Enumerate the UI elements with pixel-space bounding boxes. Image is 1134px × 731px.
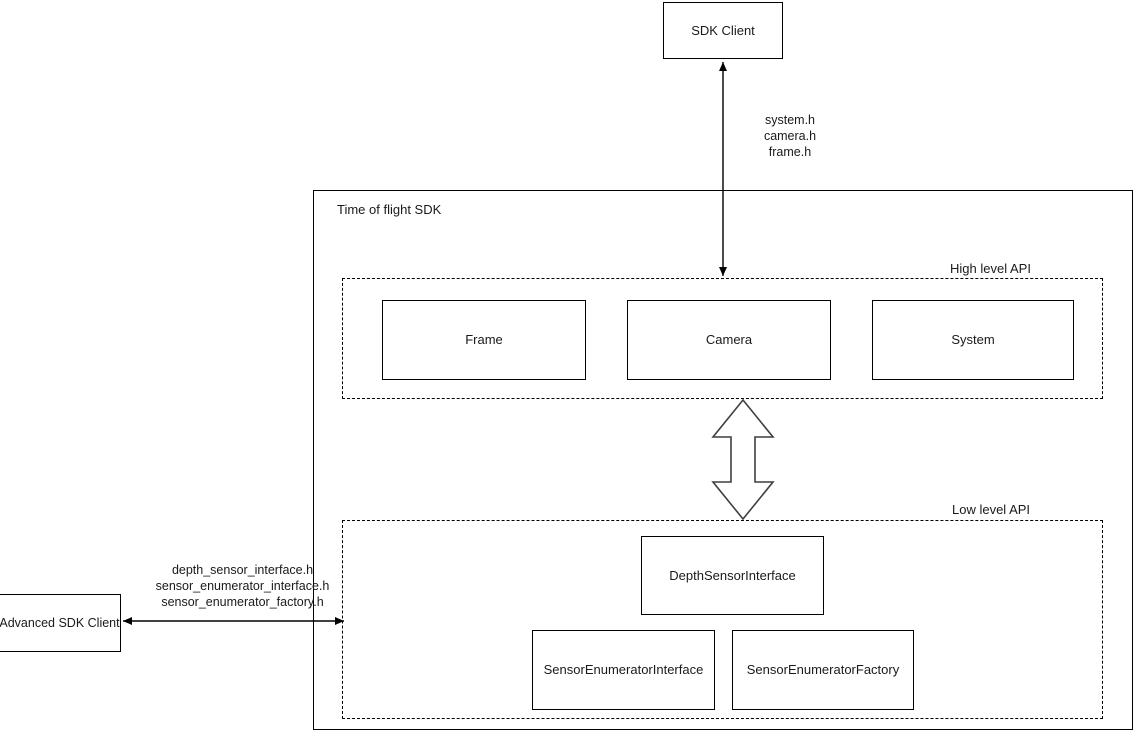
- node-sensor-enumerator-interface[interactable]: SensorEnumeratorInterface: [532, 630, 715, 710]
- node-frame-label: Frame: [465, 332, 503, 348]
- container-title: Time of flight SDK: [337, 202, 442, 217]
- group-label-high-level-api: High level API: [950, 261, 1031, 276]
- edge-label-sensor-enumerator-interface-h: sensor_enumerator_interface.h: [155, 579, 330, 593]
- edge-label-system-h: system.h: [764, 113, 815, 127]
- edge-label-sensor-enumerator-factory-h: sensor_enumerator_factory.h: [161, 595, 324, 609]
- node-sensor-enumerator-factory[interactable]: SensorEnumeratorFactory: [732, 630, 914, 710]
- node-advanced-sdk-client[interactable]: Advanced SDK Client: [0, 594, 121, 652]
- edge-label-frame-h: frame.h: [768, 145, 812, 159]
- edge-label-camera-h: camera.h: [763, 129, 817, 143]
- node-camera[interactable]: Camera: [627, 300, 831, 380]
- node-sensor-enumerator-factory-label: SensorEnumeratorFactory: [746, 662, 900, 678]
- group-high-level-api: [342, 278, 1103, 399]
- edge-label-depth-sensor-interface-h: depth_sensor_interface.h: [171, 563, 314, 577]
- node-system-label: System: [951, 332, 995, 348]
- node-advanced-sdk-client-label: Advanced SDK Client: [0, 615, 120, 630]
- node-camera-label: Camera: [705, 332, 753, 348]
- edge-label-top-headers: system.h camera.h frame.h: [700, 112, 880, 160]
- node-sensor-enumerator-interface-label: SensorEnumeratorInterface: [543, 662, 704, 678]
- node-sdk-client-label: SDK Client: [691, 22, 755, 38]
- node-system[interactable]: System: [872, 300, 1074, 380]
- node-depth-sensor-interface-label: DepthSensorInterface: [669, 567, 796, 583]
- node-depth-sensor-interface[interactable]: DepthSensorInterface: [641, 536, 824, 615]
- group-label-low-level-api: Low level API: [952, 502, 1031, 517]
- node-frame[interactable]: Frame: [382, 300, 586, 380]
- edge-label-left-headers: depth_sensor_interface.h sensor_enumerat…: [125, 562, 360, 610]
- node-sdk-client[interactable]: SDK Client: [663, 2, 783, 59]
